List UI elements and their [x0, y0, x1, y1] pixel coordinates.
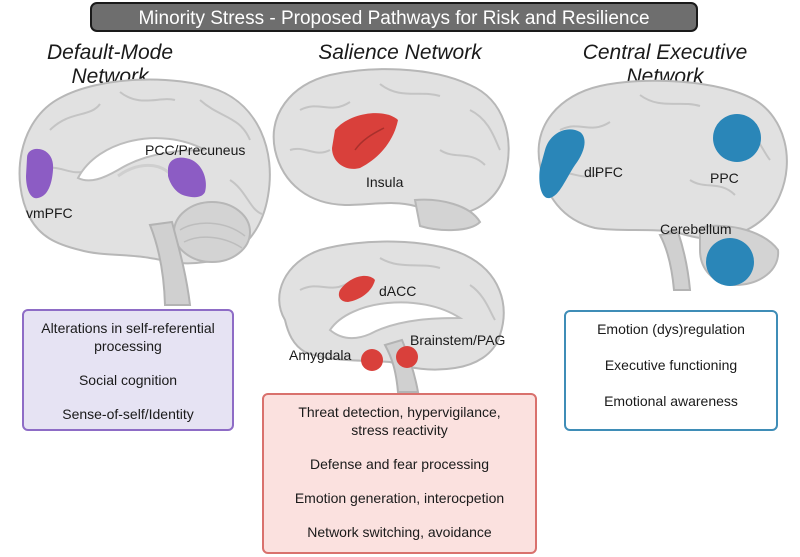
dmn-heading-line1: Default-Mode [46, 41, 174, 64]
figure-title: Minority Stress - Proposed Pathways for … [90, 2, 698, 32]
dacc-region [338, 275, 375, 302]
cen-function-item: Emotional awareness [604, 393, 738, 409]
label-cerebellum: Cerebellum [660, 221, 732, 237]
salience-function-item: Network switching, avoidance [307, 524, 492, 540]
label-amygdala: Amygdala [289, 347, 352, 363]
dmn-function-item: Social cognition [78, 372, 178, 388]
salience-heading: Salience Network [318, 41, 482, 64]
label-dacc: dACC [379, 283, 417, 299]
dmn-functions-box: Alterations in self-referential processi… [22, 309, 234, 431]
ppc-region [713, 114, 761, 162]
label-insula: Insula [366, 174, 404, 190]
pcc-precuneus-region [168, 157, 206, 198]
cerebellum-region [706, 238, 754, 286]
cen-lateral-brain [537, 79, 788, 291]
dmn-function-item: Sense-of-self/Identity [62, 406, 194, 422]
dlpfc-region [539, 129, 585, 199]
vmpfc-region [26, 148, 54, 199]
salience-medial-brain [278, 240, 505, 393]
dmn-medial-brain [18, 78, 271, 306]
cen-heading-line1: Central Executive [582, 41, 748, 64]
salience-function-item: Emotion generation, interocpetion [294, 490, 505, 506]
salience-function-item: Threat detection, hypervigilance, stress… [298, 404, 501, 438]
salience-function-item: Defense and fear processing [310, 456, 489, 472]
salience-lateral-brain [272, 68, 510, 232]
cen-function-item: Executive functioning [604, 357, 738, 373]
label-brainstem-pag: Brainstem/PAG [410, 332, 506, 348]
label-dlpfc: dlPFC [584, 164, 623, 180]
amygdala-region [361, 349, 383, 371]
dmn-function-item: Alterations in self-referential processi… [41, 320, 215, 354]
label-vmpfc: vmPFC [26, 205, 73, 221]
salience-functions-box: Threat detection, hypervigilance, stress… [262, 393, 537, 554]
label-pcc-precuneus: PCC/Precuneus [145, 142, 246, 158]
brainstem-pag-region [396, 346, 418, 368]
insula-region [332, 113, 398, 169]
cen-functions-box: Emotion (dys)regulation Executive functi… [564, 310, 778, 431]
cen-function-item: Emotion (dys)regulation [597, 321, 745, 337]
label-ppc: PPC [710, 170, 739, 186]
